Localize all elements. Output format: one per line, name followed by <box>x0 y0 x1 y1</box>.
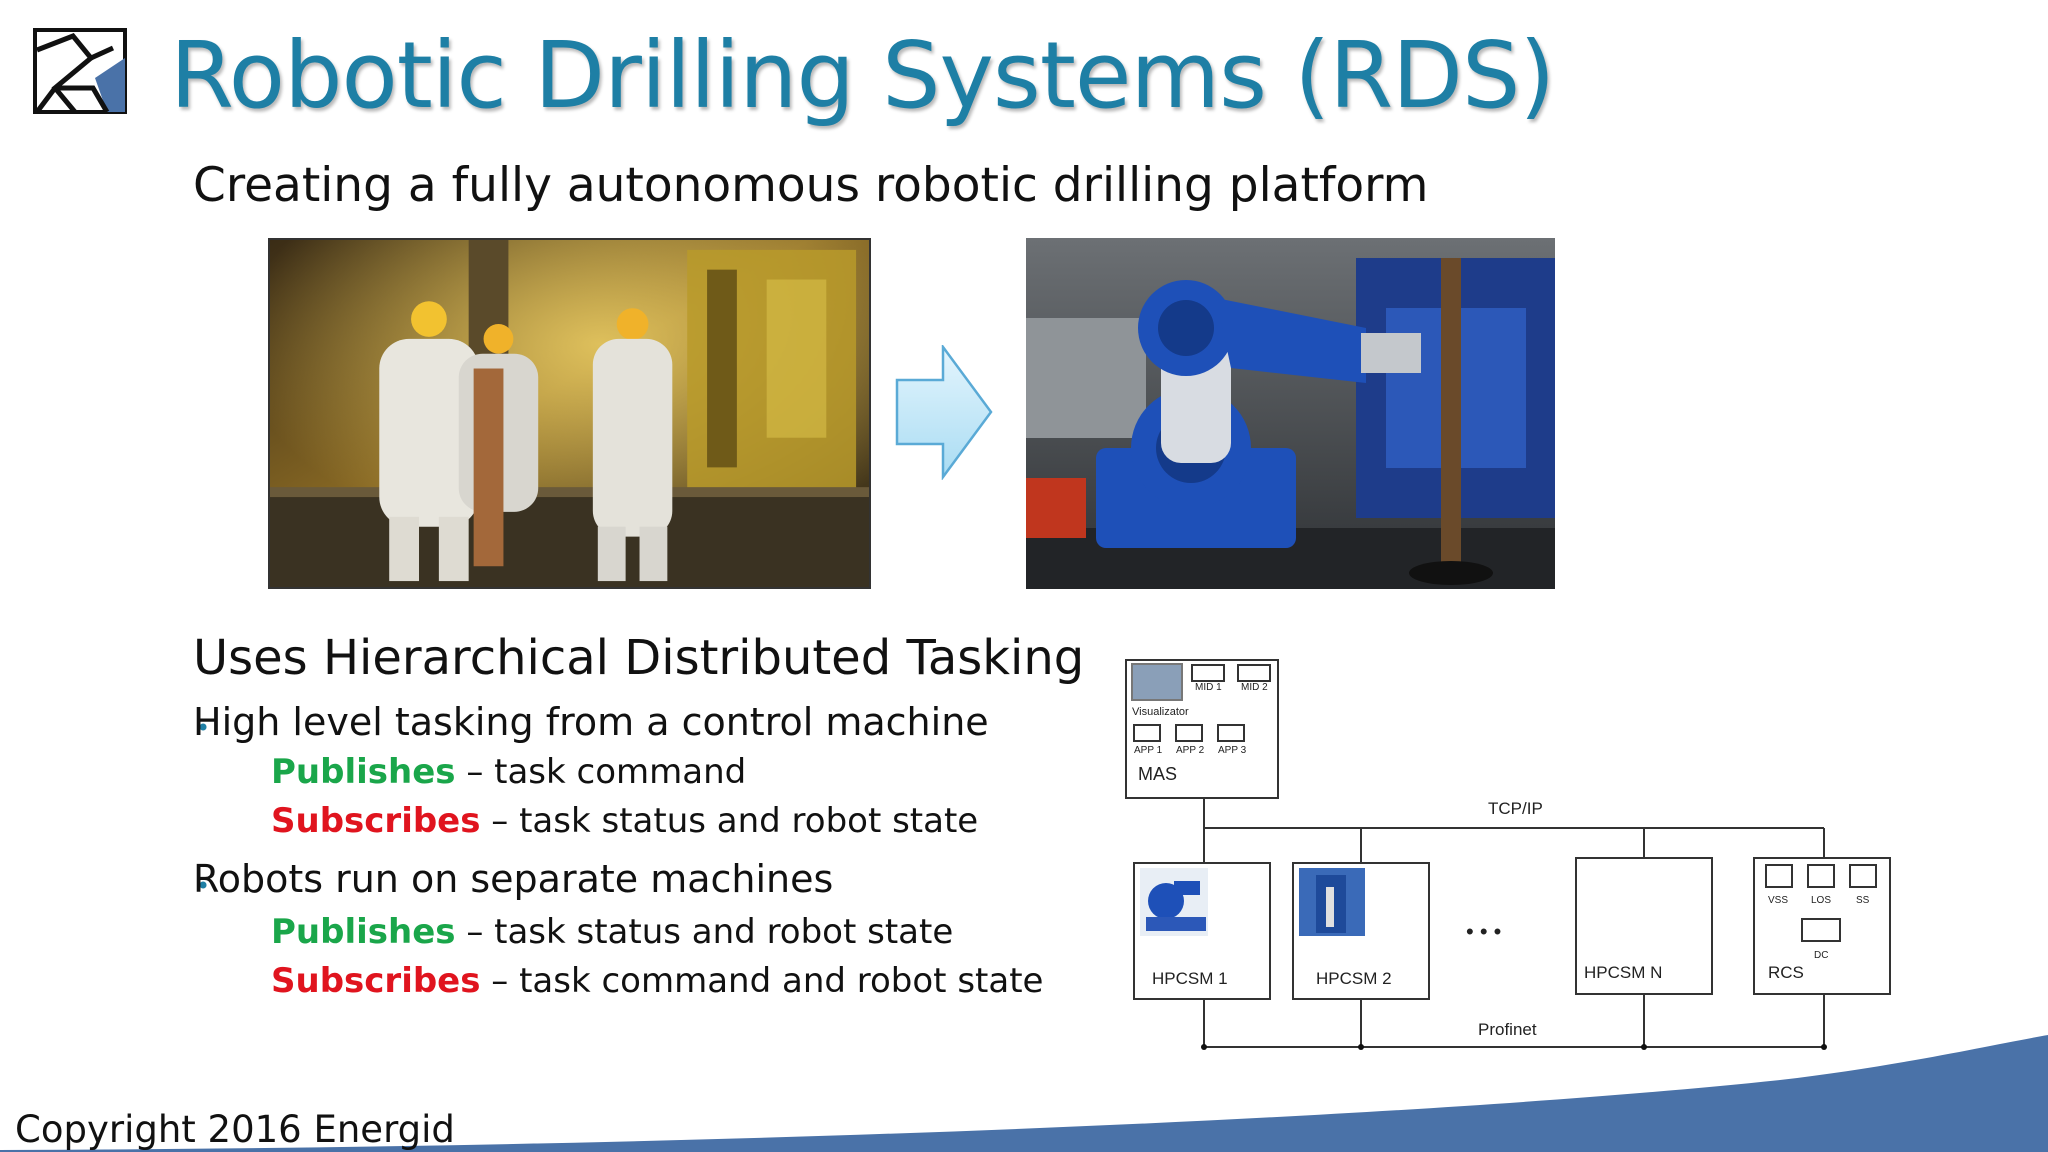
app-1-label: APP 1 <box>1134 745 1163 756</box>
los-box <box>1807 864 1835 888</box>
bullet-2-publishes: Publishes – task status and robot state <box>271 912 953 952</box>
bullet-control-machine: High level tasking from a control machin… <box>193 700 989 744</box>
dc-box <box>1801 918 1841 942</box>
hpcsm-n-label: HPCSM N <box>1584 963 1662 982</box>
robotic-arm-drilling-photo <box>1026 238 1555 589</box>
bullet-dot: • <box>196 714 211 742</box>
slide-subtitle: Creating a fully autonomous robotic dril… <box>193 158 1429 213</box>
subscribes-keyword: Subscribes <box>271 801 481 841</box>
bullet-separate-machines: Robots run on separate machines <box>193 857 834 901</box>
bullet-dot: • <box>196 872 211 900</box>
visualizer-label: Visualizator <box>1132 706 1189 718</box>
architecture-diagram: MID 1 MID 2 Visualizator APP 1 APP 2 APP… <box>1125 659 1891 1050</box>
publishes-keyword: Publishes <box>271 752 456 792</box>
robot-arm-thumbnail <box>1140 868 1208 936</box>
ss-box <box>1849 864 1877 888</box>
mid-1-label: MID 1 <box>1195 682 1222 693</box>
hpcsm-n-box <box>1575 857 1713 995</box>
mid-2-label: MID 2 <box>1241 682 1268 693</box>
visualizer-thumbnail <box>1131 663 1183 701</box>
drill-floor-workers-photo <box>268 238 871 589</box>
mid-1-box <box>1191 664 1225 682</box>
profinet-label: Profinet <box>1478 1020 1537 1039</box>
app-1-box <box>1133 724 1161 742</box>
robot-tower-thumbnail <box>1299 868 1365 936</box>
bullet-1-subscribes: Subscribes – task status and robot state <box>271 801 978 841</box>
vss-label: VSS <box>1768 895 1788 906</box>
publishes-keyword: Publishes <box>271 912 456 952</box>
ss-label: SS <box>1856 895 1870 906</box>
mid-2-box <box>1237 664 1271 682</box>
rcs-label: RCS <box>1768 963 1804 982</box>
subscribes-keyword: Subscribes <box>271 961 481 1001</box>
bullet-1-publishes: Publishes – task command <box>271 752 746 792</box>
dc-label: DC <box>1814 950 1828 961</box>
subscribes-description: – task command and robot state <box>480 961 1044 1001</box>
copyright-notice: Copyright 2016 Energid <box>15 1108 455 1151</box>
subscribes-description: – task status and robot state <box>480 801 979 841</box>
los-label: LOS <box>1811 895 1831 906</box>
hpcsm-1-label: HPCSM 1 <box>1152 969 1228 988</box>
hpcsm-2-label: HPCSM 2 <box>1316 969 1392 988</box>
slide-title: Robotic Drilling Systems (RDS) <box>170 22 1555 129</box>
vss-box <box>1765 864 1793 888</box>
right-arrow-icon <box>895 345 993 480</box>
app-3-label: APP 3 <box>1218 745 1247 756</box>
app-3-box <box>1217 724 1245 742</box>
ellipsis: • • • <box>1466 919 1501 944</box>
publishes-description: – task status and robot state <box>455 912 954 952</box>
mas-label: MAS <box>1138 764 1177 784</box>
section-heading: Uses Hierarchical Distributed Tasking <box>193 630 1085 686</box>
bullet-2-subscribes: Subscribes – task command and robot stat… <box>271 961 1043 1001</box>
app-2-box <box>1175 724 1203 742</box>
tcp-ip-label: TCP/IP <box>1488 799 1543 818</box>
app-2-label: APP 2 <box>1176 745 1205 756</box>
publishes-description: – task command <box>455 752 747 792</box>
energid-logo <box>33 28 127 114</box>
